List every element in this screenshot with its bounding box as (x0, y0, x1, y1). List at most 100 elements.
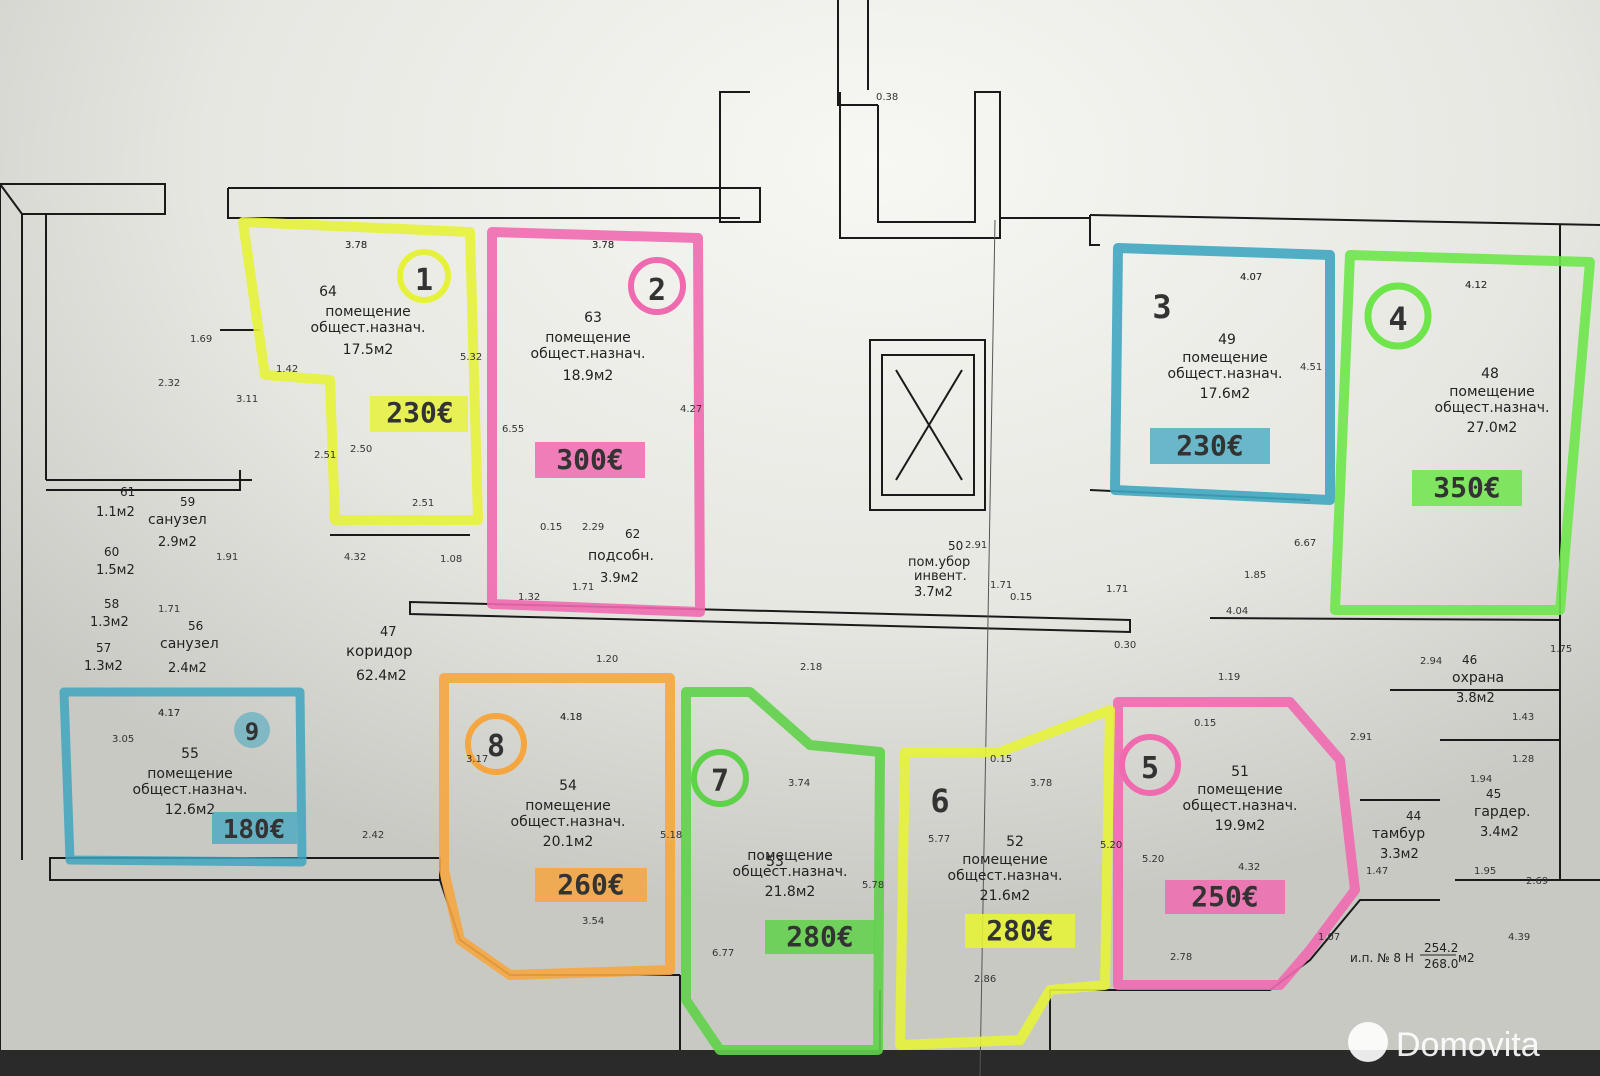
svg-text:3.78: 3.78 (592, 240, 614, 251)
room-61: 611.1м2 (96, 485, 135, 520)
dimension-label: 2.69 (1526, 876, 1548, 887)
svg-text:17.5м2: 17.5м2 (343, 342, 394, 358)
dimension-label: 1.69 (190, 334, 212, 345)
dimension-label: 1.42 (276, 364, 298, 375)
dimension-label: 2.91 (1350, 732, 1372, 743)
svg-text:общест.назнач.: общест.назнач. (733, 864, 848, 880)
svg-text:помещение: помещение (525, 798, 611, 814)
svg-text:20.1м2: 20.1м2 (543, 834, 594, 850)
svg-text:3.78: 3.78 (345, 240, 367, 251)
lot-number: 1 (415, 263, 433, 298)
svg-text:гардер.: гардер. (1474, 804, 1530, 820)
room-62: 62 подсобн. 3.9м2 (588, 527, 654, 586)
svg-text:общест.назнач.: общест.назнач. (531, 346, 646, 362)
svg-text:1.3м2: 1.3м2 (84, 659, 123, 674)
dimension-label: 4.39 (1508, 932, 1530, 943)
svg-text:общест.назнач.: общест.назнач. (311, 320, 426, 336)
dimension-label: 4.17 (158, 708, 180, 719)
svg-text:общест.назнач.: общест.назнач. (1435, 400, 1550, 416)
dimension-label: 5.32 (460, 352, 482, 363)
dimension-label: 0.15 (990, 754, 1012, 765)
svg-text:общест.назнач.: общест.назнач. (133, 782, 248, 798)
svg-text:общест.назнач.: общест.назнач. (948, 868, 1063, 884)
svg-text:18.9м2: 18.9м2 (563, 368, 614, 384)
svg-text:помещение: помещение (1449, 384, 1535, 400)
dimension-label: 1.94 (1470, 774, 1492, 785)
dimension-label: 3.78 (345, 240, 367, 251)
svg-text:58: 58 (104, 597, 119, 611)
dimension-label: 1.71 (158, 604, 180, 615)
dimension-label: 2.18 (800, 662, 822, 673)
lot-number: 9 (245, 718, 259, 746)
svg-text:4.18: 4.18 (560, 712, 582, 723)
svg-text:помещение: помещение (747, 848, 833, 864)
svg-text:51: 51 (1231, 764, 1249, 780)
svg-text:45: 45 (1486, 787, 1501, 801)
svg-text:48: 48 (1481, 366, 1499, 382)
room-54[interactable]: 4.18 54 помещение общест.назнач. 20.1м2 … (439, 673, 675, 980)
price-label: 300€ (556, 443, 623, 476)
lot-number: 7 (711, 764, 729, 799)
svg-text:27.0м2: 27.0м2 (1467, 420, 1518, 436)
dimension-label: 6.55 (502, 424, 524, 435)
svg-text:инвент.: инвент. (914, 569, 967, 584)
svg-text:помещение: помещение (545, 330, 631, 346)
room-48[interactable]: 4.12 48 помещение общест.назнач. 27.0м2 … (1330, 250, 1595, 615)
svg-text:1.3м2: 1.3м2 (90, 615, 129, 630)
svg-text:3.9м2: 3.9м2 (600, 571, 639, 586)
dimension-label: 4.07 (1240, 272, 1262, 283)
dimension-label: 3.78 (1030, 778, 1052, 789)
dimension-label: 5.20 (1100, 840, 1122, 851)
dimension-label: 4.18 (560, 712, 582, 723)
svg-text:54: 54 (559, 778, 577, 794)
svg-text:4.17: 4.17 (158, 708, 180, 719)
lot-number: 8 (487, 729, 505, 764)
svg-text:44: 44 (1406, 809, 1421, 823)
room-52[interactable]: 52 помещение общест.назнач. 21.6м2 6 280… (895, 705, 1115, 1050)
lot-number: 2 (648, 273, 666, 308)
dimension-label: 4.12 (1465, 280, 1487, 291)
svg-text:56: 56 (188, 619, 203, 633)
room-53[interactable]: 53 помещение общест.назнач. 21.8м2 7 280… (681, 687, 885, 1055)
svg-text:и.п. № 8 Н: и.п. № 8 Н (1350, 951, 1414, 965)
svg-text:подсобн.: подсобн. (588, 548, 654, 564)
svg-text:60: 60 (104, 545, 119, 559)
svg-text:57: 57 (96, 641, 111, 655)
svg-text:59: 59 (180, 495, 195, 509)
svg-text:помещение: помещение (147, 766, 233, 782)
svg-text:коридор: коридор (346, 642, 413, 660)
dimension-label: 1.71 (572, 582, 594, 593)
room-64[interactable]: 3.78 64 помещение общест.назнач. 17.5м2 … (238, 217, 483, 525)
svg-text:3.8м2: 3.8м2 (1456, 691, 1495, 706)
dimension-label: 1.85 (1244, 570, 1266, 581)
svg-text:1.1м2: 1.1м2 (96, 505, 135, 520)
lot-number: 4 (1388, 300, 1407, 338)
dimension-label: 3.17 (466, 754, 488, 765)
room-55[interactable]: 4.17 55 помещение общест.назнач. 12.6м2 … (59, 687, 307, 867)
room-51[interactable]: 51 помещение общест.назнач. 19.9м2 5 250… (1113, 697, 1360, 990)
svg-text:21.6м2: 21.6м2 (980, 888, 1031, 904)
dimension-label: 0.38 (876, 92, 898, 103)
dimension-label: 0.15 (1194, 718, 1216, 729)
dimension-label: 2.51 (412, 498, 434, 509)
svg-text:62: 62 (625, 527, 640, 541)
room-63[interactable]: 3.78 63 помещение общест.назнач. 18.9м2 … (487, 227, 705, 617)
dimension-label: 1.20 (596, 654, 618, 665)
svg-text:46: 46 (1462, 653, 1477, 667)
svg-text:помещение: помещение (1197, 782, 1283, 798)
dimension-label: 5.20 (1142, 854, 1164, 865)
dimension-label: 3.74 (788, 778, 810, 789)
price-label: 180€ (223, 815, 286, 845)
svg-text:268.0: 268.0 (1424, 957, 1458, 971)
svg-text:53: 53 (766, 854, 784, 870)
room-49[interactable]: 4.07 49 помещение общест.назнач. 17.6м2 … (1110, 243, 1335, 505)
dimension-label: 1.32 (518, 592, 540, 603)
dimension-label: 3.05 (112, 734, 134, 745)
dimension-label: 1.47 (1366, 866, 1388, 877)
